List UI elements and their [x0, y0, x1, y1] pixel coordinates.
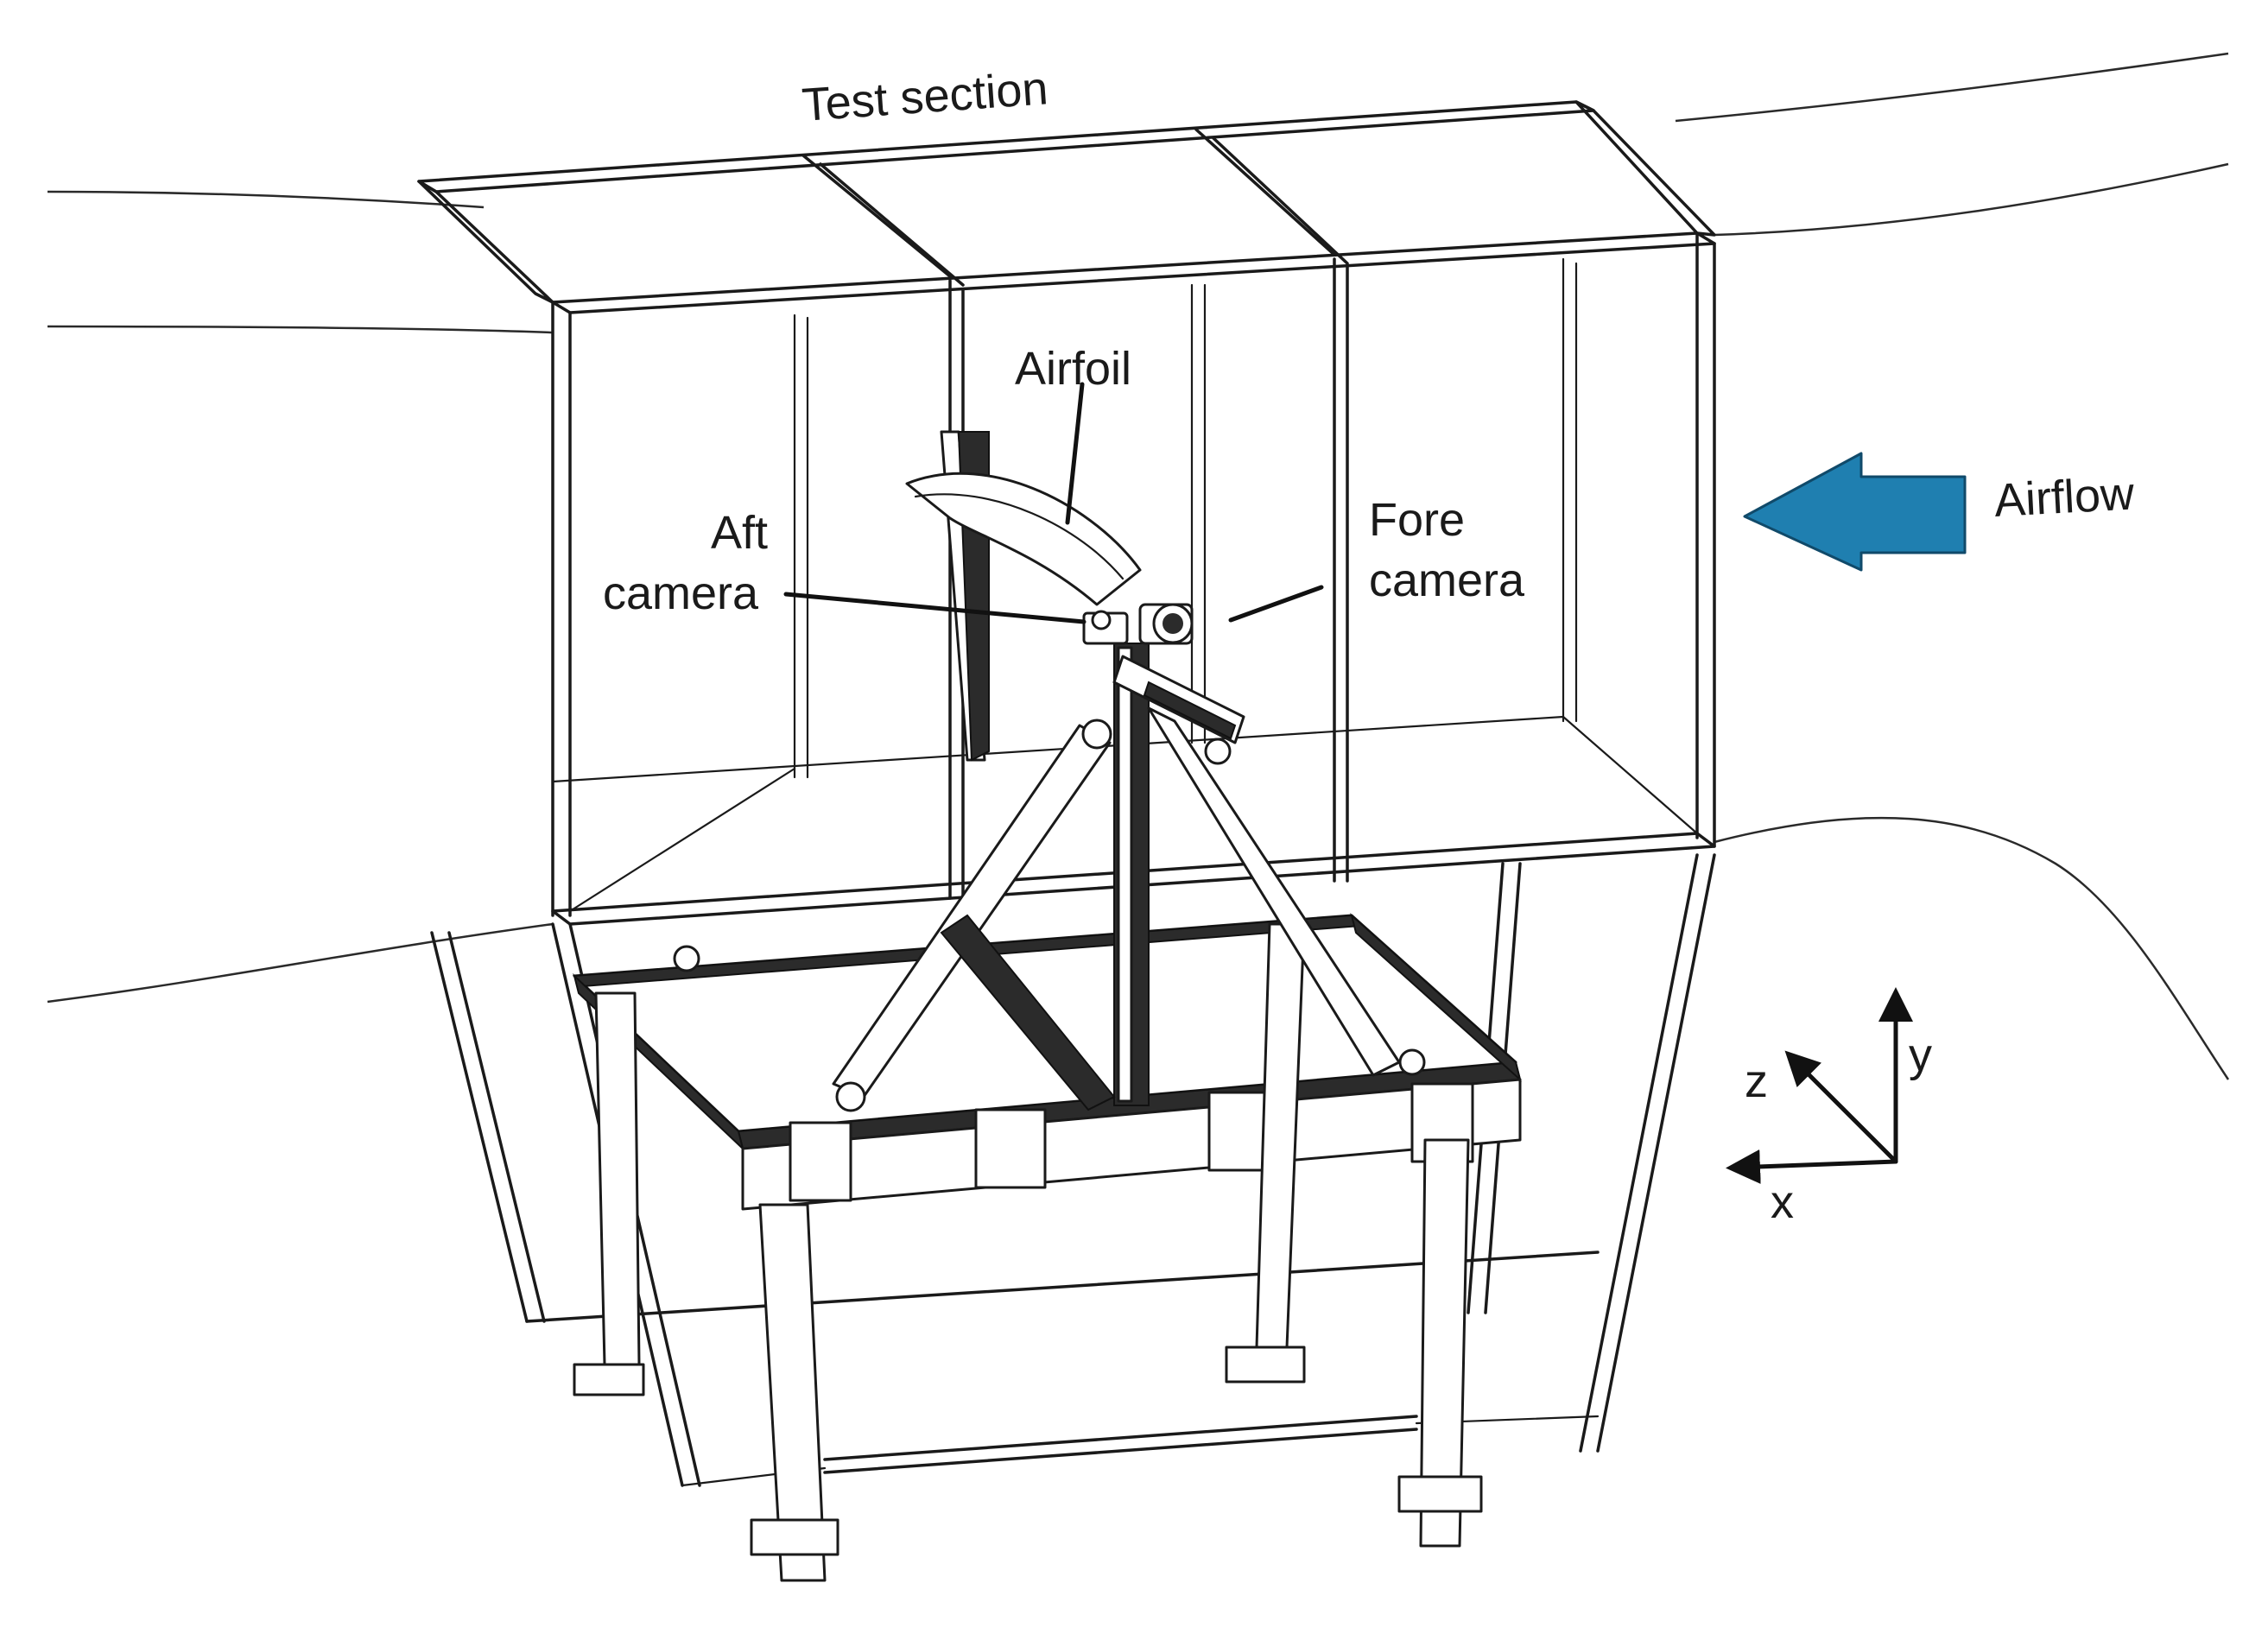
arrow-left-icon: [1743, 452, 1967, 572]
fore-camera-label-line1: Fore: [1369, 494, 1465, 546]
aft-camera-label-line1: Aft: [711, 507, 768, 559]
fore-camera-label-line2: camera: [1369, 554, 1525, 606]
test-section-label: Test section: [801, 62, 1050, 131]
aft-camera-label-line2: camera: [603, 567, 759, 619]
airfoil-label: Airfoil: [1015, 343, 1131, 395]
annotation-leaders: [783, 382, 1324, 624]
camera-assembly: [1082, 603, 1194, 645]
axis-label-y: y: [1909, 1029, 1932, 1081]
xyz-axes-icon: [1726, 987, 1913, 1184]
axis-label-z: z: [1745, 1055, 1768, 1107]
axis-label-x: x: [1771, 1176, 1794, 1228]
support-stand: [430, 430, 1716, 1582]
tunnel-outline: [47, 52, 2230, 1080]
airflow-label: Airflow: [1992, 468, 2136, 527]
airfoil: [905, 472, 1142, 606]
test-section-frame: [417, 100, 1716, 926]
